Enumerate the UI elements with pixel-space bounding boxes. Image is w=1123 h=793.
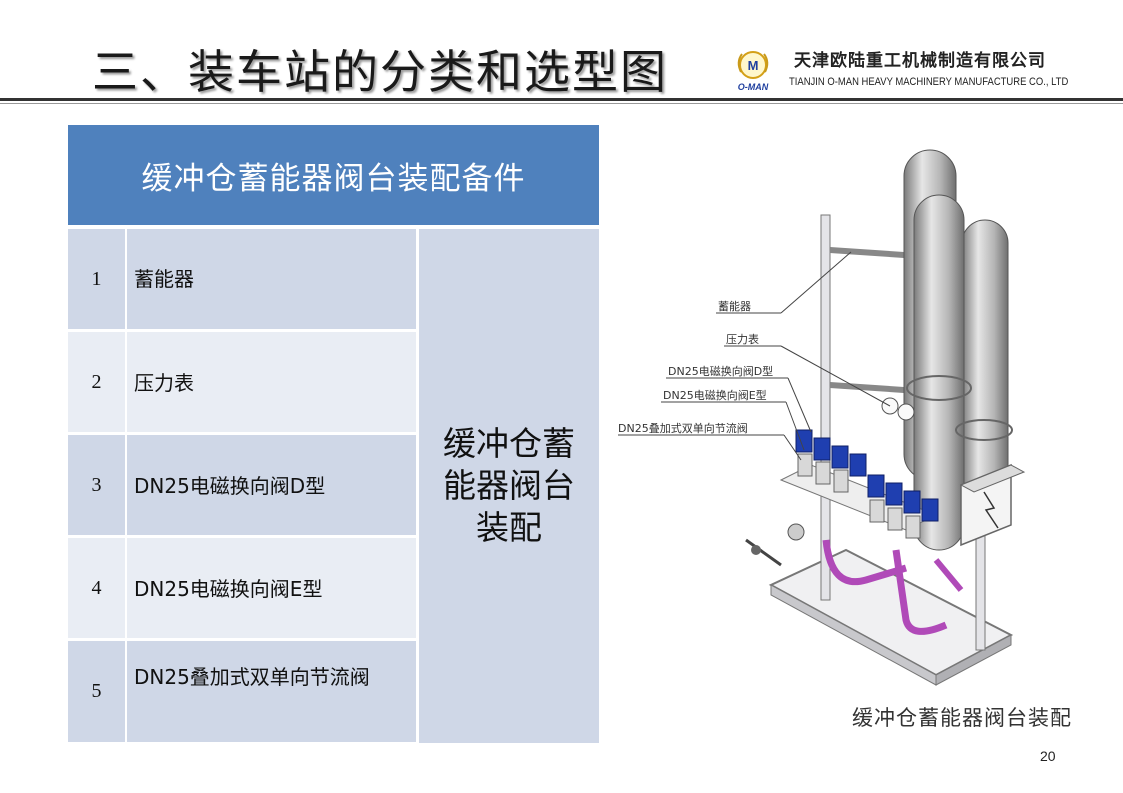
hydraulic-pipe bbox=[892, 549, 948, 635]
hydraulic-pipe bbox=[822, 539, 908, 585]
row-divider bbox=[68, 638, 416, 641]
callout-label: 压力表 bbox=[726, 332, 759, 346]
callout-label: DN25电磁换向阀D型 bbox=[668, 364, 773, 378]
table-row: 5 bbox=[68, 641, 416, 742]
company-name-en: TIANJIN O-MAN HEAVY MACHINERY MANUFACTUR… bbox=[789, 76, 1069, 88]
callout-label: DN25电磁换向阀E型 bbox=[663, 388, 767, 402]
company-logo: M O-MAN bbox=[738, 51, 769, 92]
illustration-caption: 缓冲仓蓄能器阀台装配 bbox=[852, 706, 1072, 730]
row-name: 压力表 bbox=[134, 371, 194, 395]
header-rule-thin bbox=[0, 103, 1123, 104]
accumulator-tank bbox=[913, 194, 965, 551]
column-divider bbox=[416, 229, 419, 743]
callout-label: 蓄能器 bbox=[718, 299, 751, 313]
row-name: DN25电磁换向阀D型 bbox=[134, 474, 326, 498]
row-number: 1 bbox=[91, 268, 102, 290]
merged-assembly-cell: 缓冲仓蓄能器阀台装配 bbox=[419, 229, 599, 743]
row-name: DN25叠加式双单向节流阀 bbox=[134, 665, 370, 689]
row-divider bbox=[68, 432, 416, 435]
header-rule bbox=[0, 98, 1123, 101]
frame-post bbox=[820, 214, 831, 601]
row-divider bbox=[68, 535, 416, 538]
column-divider bbox=[125, 229, 127, 743]
callout-label: DN25叠加式双单向节流阀 bbox=[618, 421, 748, 435]
row-divider bbox=[68, 329, 416, 332]
row-number: 5 bbox=[91, 680, 102, 702]
row-name: DN25电磁换向阀E型 bbox=[134, 577, 323, 601]
valve-assembly-illustration: 蓄能器 压力表 DN25电磁换向阀D型 DN25电磁换向阀E型 DN25叠加式双… bbox=[618, 149, 1026, 686]
logo-text: O-MAN bbox=[738, 82, 769, 92]
row-number: 2 bbox=[91, 371, 102, 393]
assembly-label: 缓冲仓蓄能器阀台装配 bbox=[443, 424, 575, 547]
valve-group bbox=[795, 429, 939, 522]
company-name-cn: 天津欧陆重工机械制造有限公司 bbox=[794, 51, 1046, 71]
parts-table: 缓冲仓蓄能器阀台装配备件 1 蓄能器 2 压力表 3 DN25电磁换向阀D型 4… bbox=[68, 125, 599, 743]
table-header: 缓冲仓蓄能器阀台装配备件 bbox=[68, 125, 599, 225]
page-title: 三、装车站的分类和选型图 bbox=[92, 45, 668, 99]
row-number: 4 bbox=[91, 577, 102, 599]
row-number: 3 bbox=[91, 474, 102, 496]
page-number: 20 bbox=[1040, 748, 1056, 764]
row-name: 蓄能器 bbox=[134, 267, 194, 291]
logo-letter: M bbox=[748, 58, 759, 73]
